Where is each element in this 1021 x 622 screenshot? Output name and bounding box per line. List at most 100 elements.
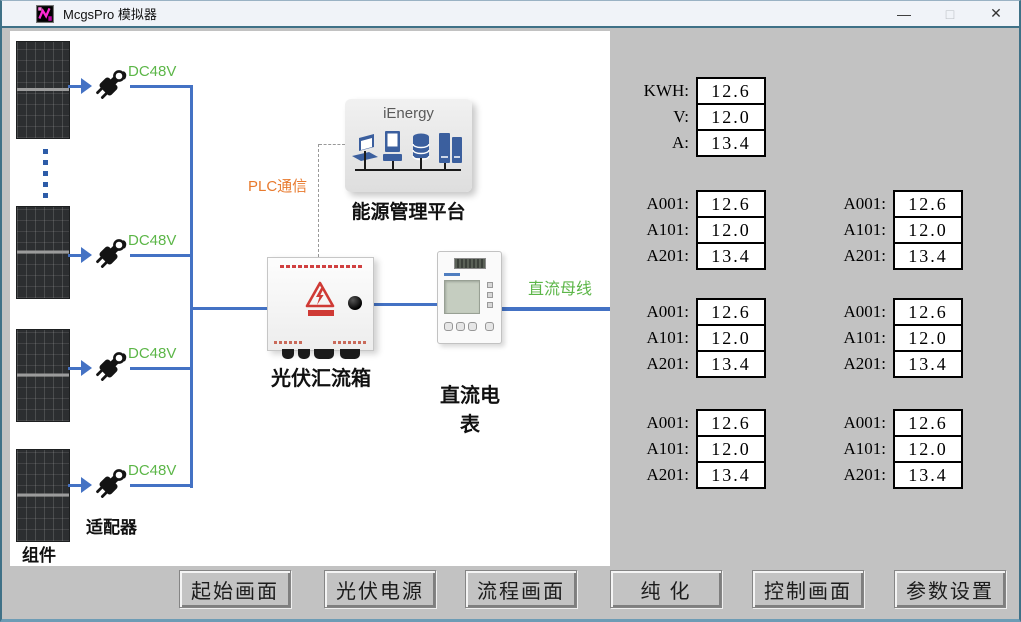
readout-label: A001: (843, 194, 887, 213)
value-box[interactable]: 13.4 (893, 350, 963, 378)
value-box[interactable]: 12.0 (696, 435, 766, 463)
adapter-plug-icon (96, 70, 127, 99)
readout-row: V: 12.0 (632, 103, 766, 131)
meter-label: 直流电表 (440, 385, 500, 436)
string-row: DC48V (66, 345, 192, 391)
readout-label: A001: (843, 413, 887, 432)
value-box[interactable]: 12.6 (696, 298, 766, 326)
value-box[interactable]: 13.4 (696, 129, 766, 157)
nav-button-process-screen[interactable]: 流程画面 (465, 570, 577, 608)
minimize-button[interactable]: — (897, 5, 911, 22)
wire (130, 254, 192, 257)
meter-indicator (487, 282, 493, 288)
readout-label: A101: (646, 220, 690, 239)
nav-button-start-screen[interactable]: 起始画面 (179, 570, 291, 608)
readout-summary-group: KWH: 12.6 V: 12.0 A: 13.4 (632, 77, 766, 157)
readout-row: A201: 13.4 (632, 461, 766, 489)
label-text-decoration (333, 341, 367, 344)
solar-panel (16, 206, 70, 299)
model-text-decoration (280, 265, 362, 268)
value-box[interactable]: 12.6 (893, 190, 963, 218)
cable-gland (298, 349, 310, 359)
readout-label: A: (672, 133, 689, 152)
readout-row: A001: 12.6 (632, 190, 766, 218)
readout-label: A001: (646, 302, 690, 321)
readout-group: A001: 12.6 A101: 12.0 A201: 13.4 (829, 409, 963, 489)
app-logo-icon (36, 4, 54, 23)
meter-button (485, 322, 494, 331)
meter-button (468, 322, 477, 331)
wire-combiner-to-meter (374, 303, 437, 306)
dc48v-label: DC48V (128, 63, 177, 80)
value-box[interactable]: 13.4 (696, 350, 766, 378)
title-bar[interactable]: McgsPro 模拟器 — □ ✕ (2, 1, 1019, 28)
readout-row: A201: 13.4 (829, 350, 963, 378)
readout-group: A001: 12.6 A101: 12.0 A201: 13.4 (829, 190, 963, 270)
readout-row: A201: 13.4 (829, 461, 963, 489)
readout-row: A001: 12.6 (829, 190, 963, 218)
adapter-plug-icon (96, 239, 127, 268)
warning-triangle-icon (305, 281, 335, 308)
meter-button (444, 322, 453, 331)
content-area: DC48V DC48V (2, 28, 1019, 618)
readout-label: A201: (646, 465, 690, 484)
value-box[interactable]: 12.0 (893, 435, 963, 463)
adapter-label: 适配器 (86, 518, 137, 537)
readout-label: A001: (646, 194, 690, 213)
value-box[interactable]: 13.4 (893, 461, 963, 489)
value-box[interactable]: 13.4 (696, 242, 766, 270)
more-panels-ellipsis-icon (43, 149, 48, 201)
it-equipment-icons (352, 131, 462, 171)
readout-group: A001: 12.6 A101: 12.0 A201: 13.4 (632, 298, 766, 378)
readout-row: A001: 12.6 (632, 298, 766, 326)
value-box[interactable]: 12.0 (696, 216, 766, 244)
arrow-right-icon (81, 247, 92, 263)
cable-gland (340, 349, 360, 359)
wire (130, 85, 192, 88)
string-row: DC48V (66, 462, 192, 508)
maximize-button[interactable]: □ (945, 5, 955, 22)
readout-row: A001: 12.6 (632, 409, 766, 437)
plc-dashed-line (318, 144, 319, 257)
readout-label: A001: (646, 413, 690, 432)
cable-gland (314, 349, 334, 359)
string-row: DC48V (66, 232, 192, 278)
close-button[interactable]: ✕ (990, 5, 1002, 21)
combiner-knob (348, 296, 362, 310)
readout-row: A101: 12.0 (829, 324, 963, 352)
readout-group: A001: 12.6 A101: 12.0 A201: 13.4 (632, 190, 766, 270)
readout-row: A101: 12.0 (632, 216, 766, 244)
string-row: DC48V (66, 63, 192, 109)
plc-dashed-line (319, 144, 345, 145)
readout-label: A201: (843, 465, 887, 484)
value-box[interactable]: 13.4 (696, 461, 766, 489)
value-box[interactable]: 12.0 (696, 324, 766, 352)
nav-button-purification[interactable]: 纯 化 (610, 570, 722, 608)
value-box[interactable]: 12.6 (893, 409, 963, 437)
value-box[interactable]: 12.6 (696, 190, 766, 218)
solar-panel (16, 449, 70, 542)
label-text-decoration (274, 341, 302, 344)
dc-bus-wire (502, 307, 610, 311)
value-box[interactable]: 12.6 (696, 77, 766, 105)
nav-button-control-screen[interactable]: 控制画面 (752, 570, 864, 608)
dc48v-label: DC48V (128, 232, 177, 249)
value-box[interactable]: 12.0 (696, 103, 766, 131)
nav-button-parameter-settings[interactable]: 参数设置 (894, 570, 1006, 608)
value-box[interactable]: 13.4 (893, 242, 963, 270)
value-box[interactable]: 12.0 (893, 324, 963, 352)
readout-row: A101: 12.0 (829, 435, 963, 463)
energy-platform-box: iEnergy (345, 99, 472, 192)
ienergy-brand: iEnergy (383, 105, 434, 122)
meter-lcd-screen (444, 280, 480, 314)
plc-comm-label: PLC通信 (248, 178, 308, 195)
value-box[interactable]: 12.6 (696, 409, 766, 437)
value-box[interactable]: 12.0 (893, 216, 963, 244)
trunk-wire (190, 85, 193, 488)
readout-row: A101: 12.0 (829, 216, 963, 244)
readout-label: A101: (646, 328, 690, 347)
value-box[interactable]: 12.6 (893, 298, 963, 326)
readout-label: A101: (843, 328, 887, 347)
nav-button-pv-power[interactable]: 光伏电源 (324, 570, 436, 608)
warning-tag (308, 310, 334, 316)
